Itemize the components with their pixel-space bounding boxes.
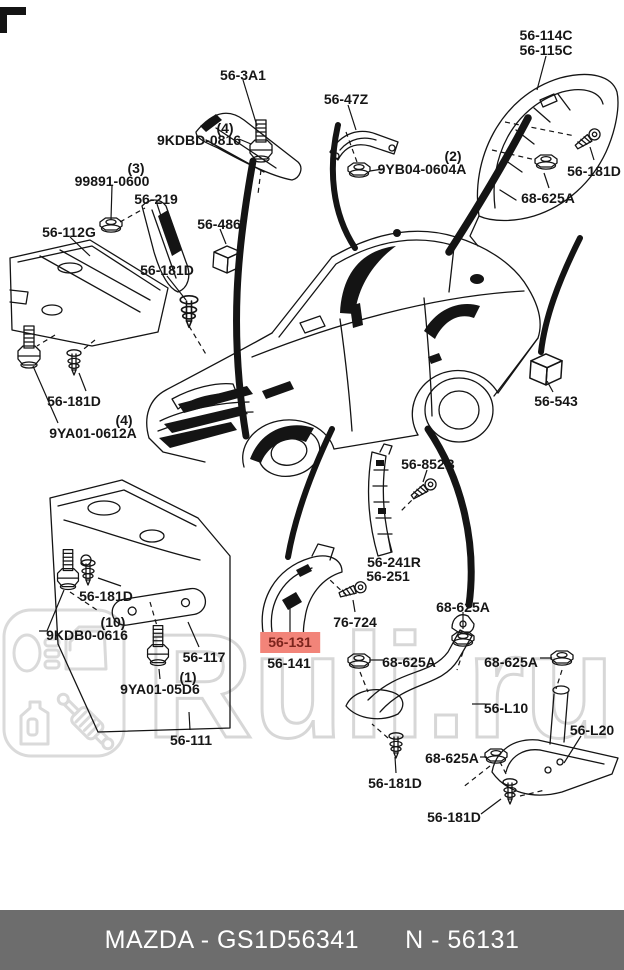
nut-icon	[484, 748, 508, 764]
clip-icon	[502, 778, 518, 805]
part-label-56-181d-left: 56-181D	[47, 393, 101, 409]
part-label-56-141: 56-141	[267, 655, 311, 671]
bolt-icon	[56, 548, 80, 591]
screw-icon	[572, 126, 603, 153]
nut-icon	[550, 650, 574, 666]
part-56-111-shield	[49, 479, 231, 733]
part-label-56-181d-lower-left: 56-181D	[79, 588, 133, 604]
footer-bar: MAZDA - GS1D56341 N - 56131	[0, 910, 624, 970]
part-label-9kdbd-0816: 9KDBD-0816	[156, 132, 242, 148]
part-label-56-115c: 56-115C	[519, 42, 573, 58]
leader-lines	[32, 55, 595, 815]
clip-icon	[179, 294, 199, 329]
part-label-56-241r: 56-241R	[367, 554, 421, 570]
part-label-56-111: 56-111	[169, 732, 213, 748]
part-label-68-625a-bottom: 68-625A	[425, 750, 479, 766]
bolt-icon	[249, 119, 273, 163]
footer-part-number: N - 56131	[405, 925, 520, 954]
bolt-icon	[146, 624, 170, 667]
part-label-56-131-highlighted: 56-131	[260, 632, 320, 654]
part-label-76-724: 76-724	[333, 614, 377, 630]
part-label-56-251: 56-251	[366, 568, 410, 584]
part-56-543-cube	[529, 353, 563, 386]
part-label-56-3a1: 56-3A1	[220, 67, 266, 83]
part-label-68-625a-mid-right: 68-625A	[484, 654, 538, 670]
part-label-56-543: 56-543	[534, 393, 578, 409]
part-label-56-l10: 56-L10	[483, 700, 529, 716]
part-label-56-l20: 56-L20	[569, 722, 615, 738]
part-56-241r-sill-strip	[367, 443, 393, 557]
nut-icon	[347, 162, 371, 178]
corner-mark	[0, 7, 26, 33]
car-illustration	[146, 229, 541, 477]
part-56-l20-bracket	[491, 685, 619, 796]
part-label-68-625a-top-right: 68-625A	[521, 190, 575, 206]
nut-icon	[534, 154, 558, 170]
part-label-56-181d-mid-left: 56-181D	[140, 262, 194, 278]
diagram-artwork: .ln{stroke:#141414;fill:none;stroke-widt…	[0, 7, 619, 815]
car-door-icon	[64, 625, 108, 671]
headlight-icon	[12, 633, 61, 673]
part-label-56-117: 56-117	[182, 649, 226, 665]
part-label-9ya01-05d6: 9YA01-05D6	[120, 681, 200, 697]
part-56-131-fender-liner	[261, 543, 343, 641]
screw-icon	[337, 579, 369, 601]
part-label-68-625a-mid-left: 68-625A	[382, 654, 436, 670]
part-label-56-47z: 56-47Z	[323, 91, 369, 107]
part-label-56-112g: 56-112G	[42, 224, 96, 240]
part-label-56-181d-bottom-left: 56-181D	[368, 775, 422, 791]
watermark-logo	[2, 608, 126, 758]
qty-label-9ya01-0612a: (4)	[115, 412, 133, 428]
dashed-lines	[36, 121, 576, 797]
part-label-9yb04-0604a: 9YB04-0604A	[377, 161, 467, 177]
part-label-99891-0600: 99891-0600	[74, 173, 150, 189]
part-label-56-852b: 56-852B	[401, 456, 455, 472]
part-label-56-181d-top-right: 56-181D	[567, 163, 621, 179]
clip-icon	[66, 349, 82, 376]
nut-icon	[347, 653, 371, 669]
qty-label-9ya01-05d6: (1)	[179, 669, 197, 685]
part-label-56-181d-bottom-center: 56-181D	[427, 809, 481, 825]
watermark-text: Ruli.ru	[145, 604, 617, 769]
footer-brand-code: MAZDA - GS1D56341	[104, 925, 360, 954]
part-56-117-bracket	[111, 587, 207, 626]
watermark: Ruli.ru	[0, 604, 624, 766]
clip-icon	[388, 732, 404, 759]
shock-absorber-icon	[56, 692, 115, 751]
part-56-47z-bracket	[329, 130, 399, 161]
qty-label-9kdb0-0616: (10)	[100, 614, 126, 630]
part-56-114c-fender-liner	[469, 73, 619, 247]
part-label-56-114c: 56-114C	[519, 27, 573, 43]
part-label-68-625a-center: 68-625A	[436, 599, 490, 615]
part-56-219-bracket	[141, 199, 190, 293]
qty-label-99891-0600: (3)	[127, 160, 145, 176]
part-label-56-486: 56-486	[197, 216, 241, 232]
parts-diagram: Ruli.ru .ln{stroke:#141414;fill:none;str…	[0, 7, 624, 825]
part-label-9ya01-0612a: 9YA01-0612A	[49, 425, 137, 441]
oil-bottle-icon	[19, 700, 50, 746]
qty-label-9yb04-0604a: (2)	[444, 148, 462, 164]
part-56-112g-shield	[9, 239, 169, 347]
qty-label-9kdbd-0816: (4)	[216, 120, 234, 136]
nut-icon	[99, 217, 123, 233]
part-label-56-219: 56-219	[134, 191, 178, 207]
part-label-9kdb0-0616: 9KDB0-0616	[46, 627, 128, 643]
